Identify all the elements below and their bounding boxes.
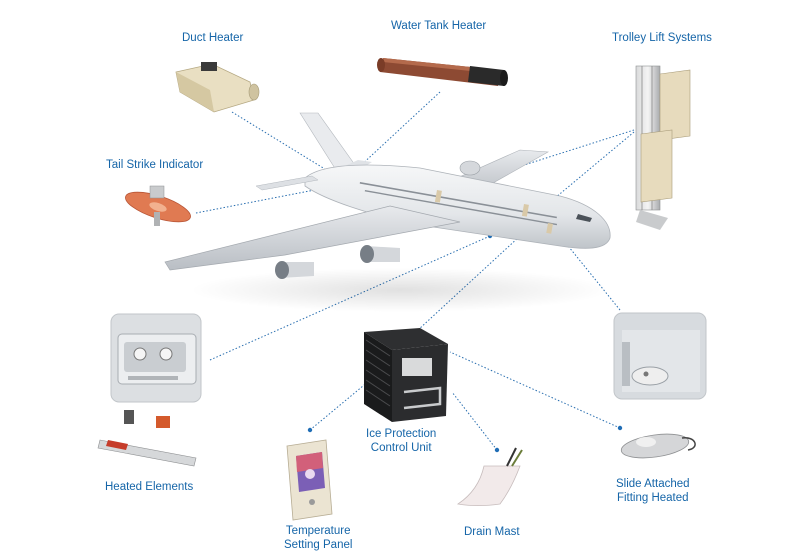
label-slide-line2: Fitting Heated (616, 492, 689, 504)
leader-drain (451, 391, 498, 451)
tail-strike-indicator-icon (125, 185, 191, 226)
engine-icon (275, 245, 400, 279)
temperature-panel-icon (286, 439, 333, 521)
leader-slide-fitting (449, 351, 621, 429)
slide-fitting-photo-icon (613, 312, 707, 400)
aircraft-illustration (164, 112, 611, 312)
heated-elements-panel-icon (110, 313, 202, 403)
leader-ice-unit (417, 235, 521, 331)
label-temperature-line1: Temperature (285, 525, 351, 537)
label-slide-fitting: Slide Attached Fitting Heated (616, 477, 690, 505)
label-ice-protection-line1: Ice Protection (366, 428, 437, 440)
heated-elements-icon (97, 410, 197, 467)
water-tank-heater-icon (377, 58, 508, 86)
duct-heater-icon (175, 62, 260, 113)
label-water-tank-heater: Water Tank Heater (391, 20, 487, 32)
label-heated-elements: Heated Elements (105, 481, 194, 493)
leader-duct-heater (231, 111, 334, 175)
leader-tail-strike (195, 186, 331, 214)
label-temperature-panel: Temperature Setting Panel (284, 524, 352, 552)
label-ice-protection-line2: Control Unit (370, 442, 432, 454)
trolley-lift-icon (635, 65, 691, 230)
label-temperature-line2: Setting Panel (284, 539, 353, 551)
ice-protection-unit-icon (364, 328, 448, 422)
leader-trolley-1 (451, 129, 635, 189)
label-duct-heater: Duct Heater (182, 32, 244, 44)
label-drain-mast: Drain Mast (464, 526, 520, 538)
slide-fitting-part-icon (620, 433, 696, 459)
drain-mast-icon (456, 447, 523, 506)
label-tail-strike-indicator: Tail Strike Indicator (106, 159, 204, 171)
label-trolley-lift-systems: Trolley Lift Systems (612, 32, 712, 44)
label-ice-protection-unit: Ice Protection Control Unit (366, 427, 436, 455)
leader-water-tank (344, 91, 441, 181)
label-slide-line1: Slide Attached (616, 478, 690, 490)
